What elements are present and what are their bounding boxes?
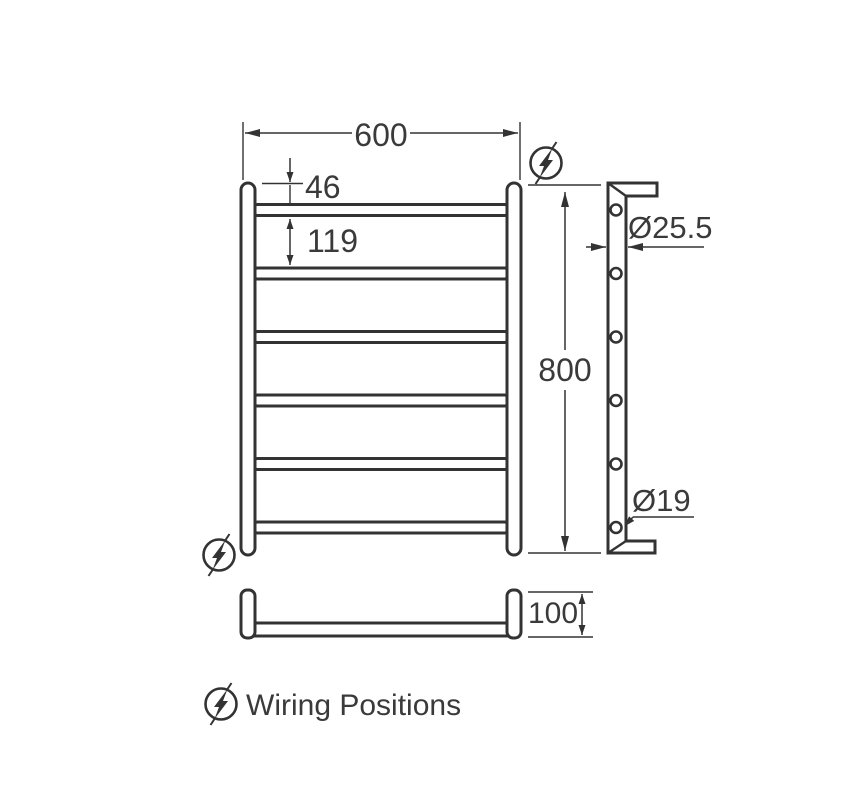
- rail-end-hole: [609, 393, 623, 408]
- dimension-label-rail-spacing: 119: [307, 223, 358, 259]
- dimension-top-offset-46: 46: [262, 158, 341, 205]
- dimension-label-top-offset: 46: [305, 169, 341, 205]
- dimension-label-width: 600: [354, 117, 407, 153]
- plan-right-upright: [505, 588, 523, 640]
- rail-end-hole: [609, 266, 623, 281]
- top-bracket-chamfer: [607, 182, 627, 197]
- dimension-rail-diameter: Ø19: [624, 483, 694, 527]
- dimension-upright-diameter: Ø25.5: [586, 210, 712, 251]
- front-view: [239, 181, 523, 557]
- rail-end-hole: [609, 330, 623, 344]
- legend: Wiring Positions: [204, 681, 461, 727]
- wiring-position-icon: [529, 140, 563, 186]
- dimension-width-600: 600: [242, 117, 521, 180]
- left-upright: [239, 181, 257, 557]
- wiring-position-icon: [202, 532, 236, 578]
- bottom-view: [239, 588, 523, 640]
- towel-rail-bar: [250, 330, 512, 344]
- rail-end-hole: [609, 203, 623, 217]
- dimension-label-upright-diameter: Ø25.5: [628, 210, 712, 245]
- dimension-rail-spacing-119: 119: [286, 219, 358, 265]
- side-view: [606, 181, 659, 555]
- plan-rail-tube: [250, 621, 512, 638]
- legend-label: Wiring Positions: [246, 689, 461, 722]
- rail-end-hole: [609, 520, 623, 535]
- plan-left-upright: [239, 588, 257, 640]
- towel-rail-bar: [250, 266, 512, 281]
- dimension-depth-100: 100: [528, 591, 593, 638]
- dimension-label-rail-diameter: Ø19: [632, 483, 691, 518]
- dimension-label-height: 800: [538, 352, 591, 388]
- rail-end-hole: [609, 457, 623, 471]
- wiring-position-icon: [204, 681, 238, 727]
- right-upright: [505, 181, 523, 557]
- towel-rail-bar: [250, 203, 512, 217]
- leader-line: [624, 516, 635, 527]
- dimension-height-800: 800: [528, 184, 601, 554]
- bottom-bracket-chamfer: [607, 540, 627, 554]
- towel-rail-bar: [250, 393, 512, 408]
- towel-rail-bar: [250, 457, 512, 471]
- towel-rail-bar: [250, 520, 512, 535]
- dimension-label-depth: 100: [528, 597, 578, 630]
